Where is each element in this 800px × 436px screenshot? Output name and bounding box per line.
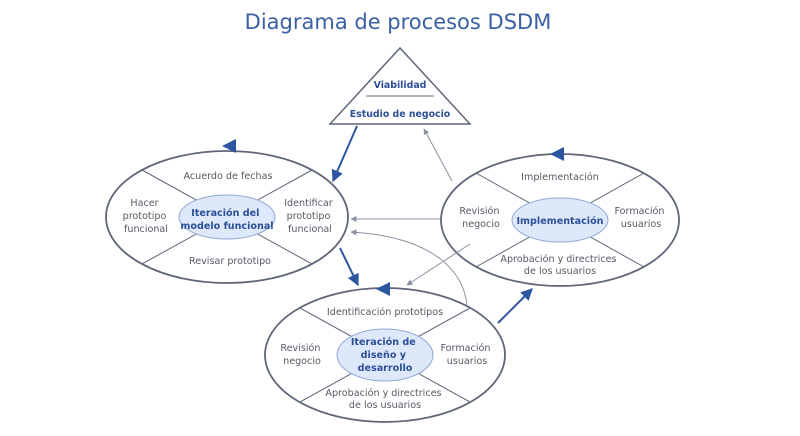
arrow-design-to-functional [350, 229, 468, 306]
design-core-label: Iteración de diseño y desarrollo [351, 336, 419, 374]
design-left-label: Revisión negocio [280, 342, 323, 367]
implementation-top-label: Implementación [521, 171, 599, 183]
implementation-cycle: Implementación Implementación Revisión n… [440, 147, 680, 287]
cycle-direction-icon [222, 139, 236, 153]
design-top-label: Identificación prototipos [327, 306, 443, 318]
design-build-cycle: Iteración de diseño y desarrollo Identif… [264, 282, 506, 423]
feasibility-label: Viabilidad [374, 80, 427, 91]
implementation-bottom-label: Aprobación y directrices de los usuarios [500, 253, 619, 277]
cycle-direction-icon [376, 282, 390, 296]
arrow-design-to-implementation [497, 288, 533, 324]
implementation-core-label: Implementación [516, 215, 603, 227]
implementation-left-label: Revisión negocio [459, 205, 502, 230]
functional-core-label: Iteración del modelo funcional [180, 207, 273, 232]
cycle-direction-icon [550, 147, 564, 161]
functional-top-label: Acuerdo de fechas [184, 171, 273, 182]
design-bottom-label: Aprobación y directrices de los usuarios [325, 387, 444, 411]
functional-left-label: Hacer prototipo funcional [123, 198, 170, 235]
implementation-right-label: Formación usuarios [615, 205, 668, 230]
arrow-implementation-to-design [406, 243, 471, 286]
functional-model-cycle: Iteración del modelo funcional Acuerdo d… [105, 139, 349, 284]
arrow-study-to-functional [331, 125, 358, 183]
business-study-label: Estudio de negocio [350, 109, 451, 120]
functional-bottom-label: Revisar prototipo [189, 256, 271, 267]
design-right-label: Formación usuarios [441, 342, 494, 367]
arrow-functional-to-design [339, 247, 359, 287]
page-title: Diagrama de procesos DSDM [245, 10, 552, 34]
arrow-implementation-to-study [423, 128, 453, 182]
functional-right-label: Identificar prototipo funcional [284, 198, 336, 235]
feasibility-triangle: Viabilidad Estudio de negocio [328, 46, 472, 125]
